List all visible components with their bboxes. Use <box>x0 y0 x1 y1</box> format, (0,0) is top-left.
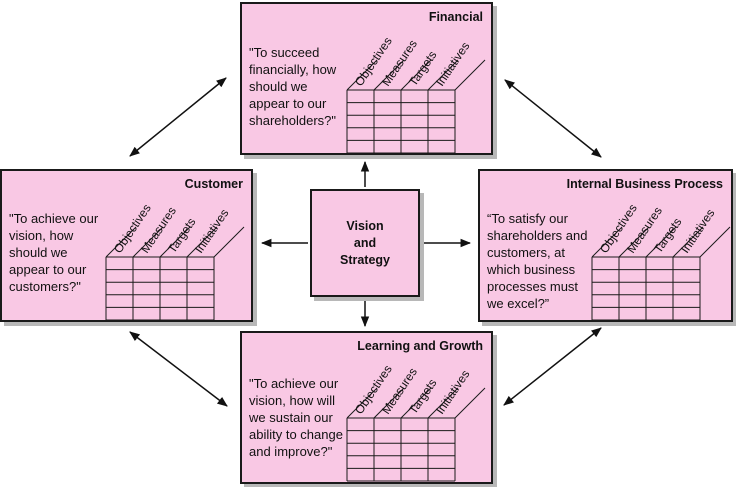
header-diagonal-line <box>132 226 164 258</box>
header-diagonal-line <box>400 59 432 91</box>
header-diagonal-line <box>346 59 378 91</box>
header-diagonal-line <box>105 226 137 258</box>
arrow-internal-learning <box>503 327 602 406</box>
header-diagonal-line <box>618 226 650 258</box>
header-diagonal-line <box>591 226 623 258</box>
arrow-customer-learning <box>129 331 228 407</box>
header-diagonal-line <box>427 387 459 419</box>
vision-strategy-label: Vision and Strategy <box>339 218 391 267</box>
header-diagonal-line <box>400 387 432 419</box>
financial-panel: Financial "To succeed financially, how s… <box>240 2 493 155</box>
internal-title: Internal Business Process <box>566 177 723 191</box>
header-diagonal-line <box>346 387 378 419</box>
header-diagonal-line <box>454 59 486 91</box>
financial-quote: "To succeed financially, how should we a… <box>249 45 337 128</box>
learning-quote: "To achieve our vision, how will we sust… <box>249 376 343 459</box>
column-header-initiatives: Initiatives <box>433 367 473 416</box>
header-diagonal-line <box>427 59 459 91</box>
vision-strategy-box: Vision and Strategy <box>310 189 420 297</box>
header-diagonal-line <box>699 226 731 258</box>
column-header-initiatives: Initiatives <box>678 206 718 255</box>
column-header-initiatives: Initiatives <box>192 206 232 255</box>
financial-title: Financial <box>428 10 483 24</box>
customer-title: Customer <box>184 177 243 191</box>
header-diagonal-line <box>373 387 405 419</box>
internal-business-process-panel: Internal Business Process “To satisfy ou… <box>478 169 733 322</box>
header-diagonal-line <box>213 226 245 258</box>
learning-title: Learning and Growth <box>357 339 483 353</box>
arrow-financial-internal <box>504 79 602 158</box>
column-header-initiatives: Initiatives <box>433 39 473 88</box>
learning-growth-panel: Learning and Growth "To achieve our visi… <box>240 331 493 484</box>
header-diagonal-line <box>645 226 677 258</box>
customer-quote: "To achieve our vision, how should we ap… <box>9 211 99 294</box>
header-diagonal-line <box>159 226 191 258</box>
header-diagonal-line <box>672 226 704 258</box>
internal-quote: “To satisfy our shareholders and custome… <box>487 211 588 311</box>
header-diagonal-line <box>186 226 218 258</box>
header-diagonal-line <box>454 387 486 419</box>
header-diagonal-line <box>373 59 405 91</box>
arrow-financial-customer <box>129 77 227 157</box>
customer-panel: Customer "To achieve our vision, how sho… <box>0 169 253 322</box>
